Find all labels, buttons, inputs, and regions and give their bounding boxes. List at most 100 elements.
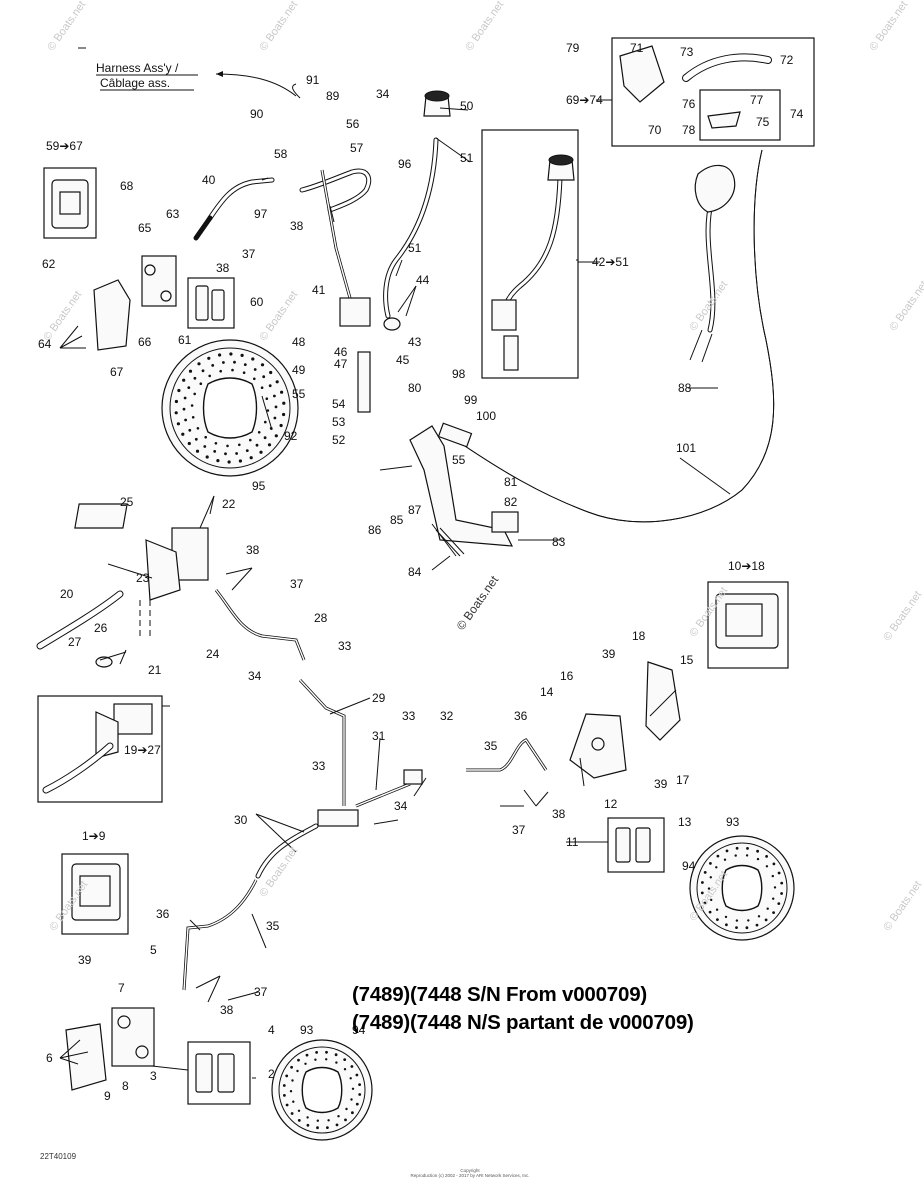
disc-hole bbox=[351, 1111, 354, 1115]
callout-98: 98 bbox=[452, 367, 466, 381]
disc-hole bbox=[282, 412, 286, 417]
disc-hole bbox=[181, 432, 185, 436]
callout-72: 72 bbox=[780, 53, 794, 67]
disc-hole bbox=[205, 455, 209, 459]
disc-hole bbox=[304, 1062, 307, 1066]
disc-hole bbox=[188, 428, 192, 432]
disc-hole bbox=[291, 1079, 294, 1082]
callout-44: 44 bbox=[416, 273, 430, 287]
callout-32: 32 bbox=[440, 709, 454, 723]
callout-90: 90 bbox=[250, 107, 264, 121]
callout-26: 26 bbox=[94, 621, 108, 635]
disc-hole bbox=[204, 435, 207, 439]
disc-hole bbox=[297, 1119, 301, 1122]
disc-hole bbox=[265, 397, 269, 401]
reservoir-50 bbox=[423, 90, 451, 117]
callout-91: 91 bbox=[306, 73, 320, 87]
callout-37a: 37 bbox=[242, 247, 256, 261]
callout-75: 75 bbox=[756, 115, 770, 129]
callout-50: 50 bbox=[460, 99, 474, 113]
disc-hole bbox=[238, 443, 241, 447]
disc-hole bbox=[273, 416, 277, 420]
disc-hole bbox=[325, 1050, 328, 1054]
disc-hole bbox=[305, 1053, 309, 1057]
callout-39a: 39 bbox=[602, 647, 616, 661]
callout-11: 11 bbox=[566, 835, 579, 849]
disc-hole bbox=[344, 1118, 347, 1122]
disc-hole bbox=[765, 855, 768, 858]
callout-66: 66 bbox=[138, 335, 152, 349]
disc-hole bbox=[700, 891, 704, 895]
inset-caliper-1-9 bbox=[71, 863, 121, 921]
disc-hole bbox=[756, 857, 760, 861]
disc-hole bbox=[755, 923, 759, 927]
callout-31: 31 bbox=[372, 729, 386, 743]
disc-hole bbox=[182, 407, 186, 411]
disc-hole bbox=[196, 427, 200, 430]
callout-37b: 37 bbox=[290, 577, 304, 591]
disc-hole bbox=[285, 1074, 289, 1078]
disc-hole bbox=[229, 352, 233, 356]
callout-52: 52 bbox=[332, 433, 346, 447]
callout-39c: 39 bbox=[78, 953, 92, 967]
junction-block-33 bbox=[317, 769, 423, 827]
callout-68: 68 bbox=[120, 179, 134, 193]
disc-hole bbox=[710, 898, 713, 902]
callout-63: 63 bbox=[166, 207, 180, 221]
throttle-housing bbox=[694, 164, 736, 213]
callout-20: 20 bbox=[60, 587, 74, 601]
callout-39b: 39 bbox=[654, 777, 668, 791]
disc-hole bbox=[306, 1123, 310, 1127]
disc-hole bbox=[715, 866, 718, 869]
disc-hole bbox=[194, 437, 198, 441]
callout-84: 84 bbox=[408, 565, 422, 579]
harness-arrow bbox=[215, 71, 301, 99]
disc-hole bbox=[184, 418, 188, 422]
brake-disc-93-left bbox=[271, 1039, 373, 1141]
disc-hole bbox=[716, 854, 720, 858]
callout-9: 9 bbox=[104, 1089, 111, 1103]
disc-hole bbox=[249, 438, 252, 442]
callout-2: 2 bbox=[268, 1067, 275, 1081]
disc-hole bbox=[290, 1065, 293, 1069]
callout-18: 18 bbox=[632, 629, 646, 643]
front-master-cylinder bbox=[36, 503, 209, 668]
disc-hole bbox=[327, 1119, 330, 1122]
disc-hole bbox=[260, 386, 264, 390]
caliper-right bbox=[569, 661, 681, 779]
callout-35b: 35 bbox=[266, 919, 280, 933]
callout-76: 76 bbox=[682, 97, 696, 111]
disc-hole bbox=[268, 384, 272, 388]
disc-hole bbox=[207, 356, 211, 360]
disc-hole bbox=[259, 450, 263, 454]
disc-hole bbox=[725, 849, 729, 853]
callout-34c: 34 bbox=[394, 799, 408, 813]
disc-hole bbox=[335, 1123, 339, 1127]
disc-hole bbox=[715, 908, 719, 911]
brake-hoses bbox=[182, 137, 775, 991]
disc-hole bbox=[764, 918, 768, 922]
disc-hole bbox=[343, 1068, 347, 1071]
callout-71: 71 bbox=[630, 41, 644, 55]
disc-hole bbox=[707, 887, 711, 890]
disc-hole bbox=[188, 369, 193, 373]
disc-hole bbox=[780, 881, 784, 885]
inset-pads-11 bbox=[615, 827, 651, 863]
callout-94a: 94 bbox=[682, 859, 696, 873]
disc-hole bbox=[176, 422, 180, 426]
callout-65: 65 bbox=[138, 221, 152, 235]
callout-87: 87 bbox=[408, 503, 422, 517]
callout-3: 3 bbox=[150, 1069, 157, 1083]
disc-hole bbox=[264, 420, 267, 424]
disc-hole bbox=[242, 371, 246, 375]
callout-23: 23 bbox=[136, 571, 150, 585]
disc-hole bbox=[218, 353, 222, 357]
disc-hole bbox=[315, 1051, 318, 1054]
callout-34b: 34 bbox=[248, 669, 262, 683]
callout-48: 48 bbox=[292, 335, 306, 349]
drawing-code: 22T40109 bbox=[40, 1152, 77, 1161]
disc-hole bbox=[765, 865, 769, 868]
callout-95: 95 bbox=[252, 479, 266, 493]
callout-41: 41 bbox=[312, 283, 326, 297]
disc-hole bbox=[253, 377, 256, 381]
